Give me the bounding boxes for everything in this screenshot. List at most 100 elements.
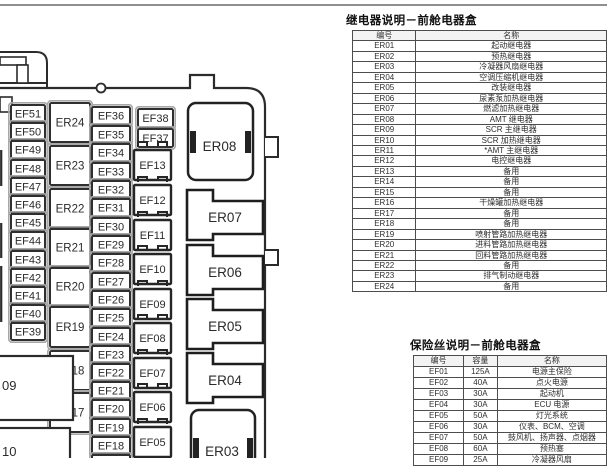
relay-row-cell: ER16 — [351, 197, 417, 209]
maxi-fuse-box — [132, 218, 173, 252]
relay-row-cell: ER20 — [351, 239, 417, 251]
fuse-label: EF26 — [98, 295, 124, 307]
fuse-label: EF43 — [15, 255, 41, 267]
cut-box — [0, 426, 72, 458]
relay-row-cell: ER21 — [351, 249, 417, 261]
step-relay-box — [185, 297, 265, 351]
fuse-row-cell: 50A — [463, 432, 498, 444]
maxi-clip — [137, 141, 148, 147]
maxi-fuse-box — [132, 390, 173, 424]
fuse-row-cell: 仪表、BCM、空调 — [496, 421, 607, 433]
fuse-label: EF46 — [15, 200, 41, 212]
fuse-label: EF51 — [15, 109, 41, 121]
relay-row-cell: ER24 — [351, 280, 417, 293]
fuse-row-cell: 30A — [463, 399, 498, 411]
maxi-clip — [137, 314, 148, 320]
relay-row-cell: 备用 — [415, 186, 607, 199]
fuse-table-header-row: 编号 容量 名称 — [412, 355, 607, 367]
relay-side-bar — [190, 131, 196, 153]
cut-box — [0, 354, 75, 422]
relay-row-cell: 喷射管路加热继电器 — [415, 228, 607, 241]
fuse-col-name-header: 名称 — [496, 355, 607, 367]
mount-hole — [95, 82, 107, 94]
fuse-label: EF48 — [15, 164, 41, 176]
fuse-row-cell: EF07 — [412, 432, 465, 444]
step-label: ER07 — [208, 210, 242, 225]
relay-row-cell: 干燥罐加热继电器 — [415, 197, 607, 209]
relay-table-title: 继电器说明－前舱电器盒 — [346, 15, 477, 27]
relay-col-id-header: 编号 — [351, 29, 417, 42]
fuse-label: EF32 — [98, 185, 124, 197]
fuse-row-cell: 鼓风机、扬声器、点烟器 — [496, 432, 607, 444]
maxi-clip — [137, 418, 148, 424]
relay-row-cell: 备用 — [415, 259, 607, 272]
relay-row-cell: ER02 — [351, 50, 417, 63]
relay-label: ER24 — [56, 118, 85, 130]
fuse-label: EF45 — [15, 218, 41, 230]
relay-row-cell: 备用 — [415, 207, 607, 220]
fuse-row-cell: EF09 — [412, 454, 465, 466]
maxi-clip — [157, 280, 168, 286]
maxi-fuse-box — [132, 321, 173, 355]
relay-col-name-header: 名称 — [415, 29, 607, 42]
relay-row-cell: ER09 — [351, 124, 417, 136]
cut-box-label: 09 — [2, 378, 16, 393]
relay-row-cell: 尿素泵加热继电器 — [415, 92, 607, 105]
relay-row-cell: 回料管路加热继电器 — [415, 249, 607, 261]
fuse-label: EF29 — [98, 240, 124, 252]
cut-box-label: 10 — [2, 444, 16, 458]
relay-row-cell: ER03 — [351, 61, 417, 73]
fuse-label: EF30 — [98, 222, 124, 234]
maxi-fuse-box — [132, 183, 173, 217]
box-outline — [0, 73, 267, 458]
maxi-fuse-box — [132, 252, 173, 286]
top-connector-slot — [16, 64, 29, 84]
fuse-box-halo — [89, 452, 133, 458]
maxi-fuse-box — [132, 425, 173, 458]
relay-row-cell: 燃滤加热继电器 — [415, 103, 607, 115]
fuse-row-cell: EF01 — [412, 366, 465, 378]
relay-row-cell: 电控继电器 — [415, 155, 607, 167]
fuse-row-cell: 40A — [463, 377, 498, 389]
relay-label: ER23 — [56, 161, 85, 173]
relay-side-bar — [193, 438, 199, 458]
fuse-row-cell: 预热塞 — [496, 443, 607, 455]
relay-row-cell: ER06 — [351, 92, 417, 105]
maxi-clip — [157, 383, 168, 389]
maxi-clip — [157, 349, 168, 355]
maxi-label: EF05 — [139, 437, 165, 449]
maxi-label: EF13 — [139, 160, 165, 172]
fuse-label: EF22 — [98, 368, 124, 380]
fuse-label: EF41 — [15, 291, 41, 303]
fuse-box — [10, 322, 46, 341]
fuse-row-cell: 灯光系统 — [496, 410, 607, 422]
fuse-row-cell: EF05 — [412, 410, 465, 422]
fuse-row-cell: EF03 — [412, 388, 465, 400]
relay-row-cell: 进料管路加热继电器 — [415, 239, 607, 251]
maxi-fuse-box — [132, 148, 173, 182]
maxi-clip — [157, 245, 168, 251]
